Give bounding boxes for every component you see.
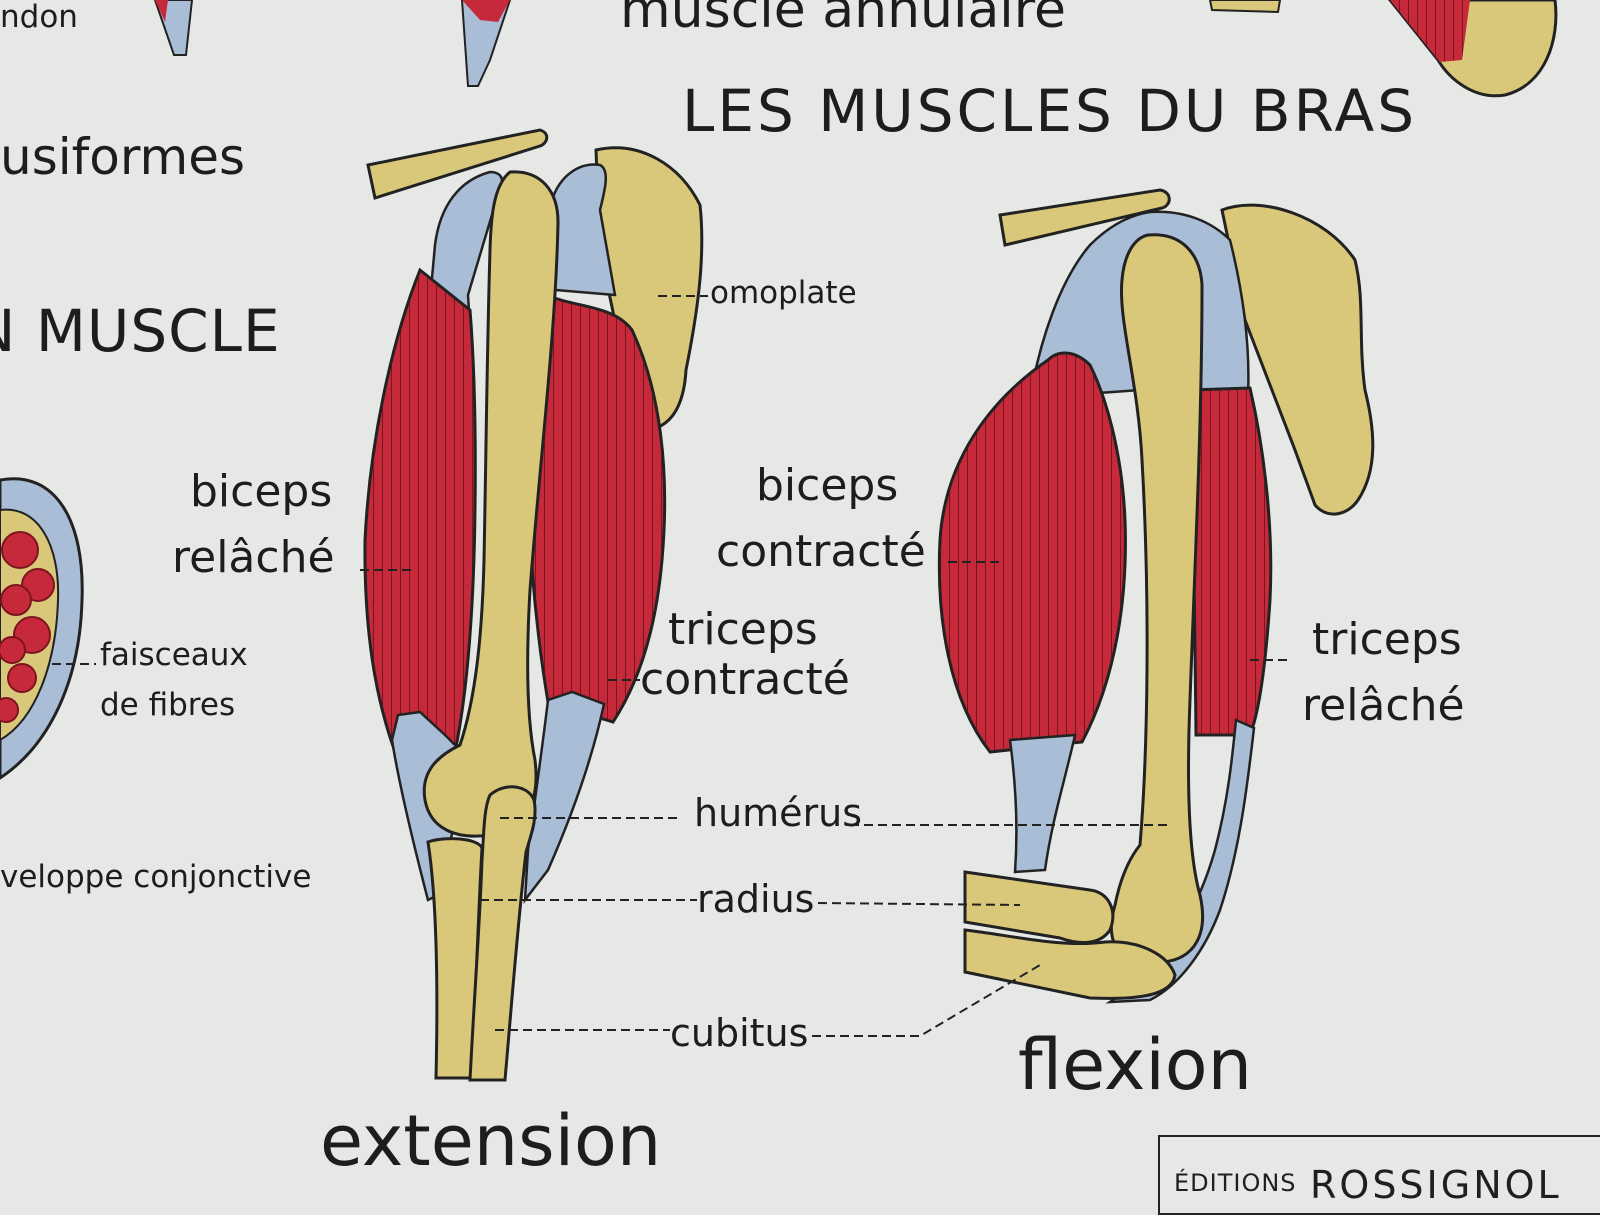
partial-figure-top-left	[153, 0, 512, 87]
faisceaux-label-1: faisceaux	[100, 637, 248, 673]
publisher-name: ROSSIGNOL	[1310, 1163, 1562, 1207]
extension-caption: extension	[320, 1100, 662, 1182]
flexion-biceps-muscle	[937, 351, 1127, 754]
radius-label: radius	[697, 877, 815, 921]
extension-biceps-muscle	[363, 267, 477, 762]
extension-biceps-label-1: biceps	[190, 466, 333, 517]
leader-cubitus-flex	[812, 964, 1041, 1037]
flexion-radius	[963, 870, 1115, 944]
extension-biceps-label-2: relâché	[172, 532, 335, 583]
flexion-caption: flexion	[1018, 1024, 1252, 1106]
flexion-biceps-tendon-bottom	[1008, 733, 1077, 874]
extension-triceps-label-2: contracté	[640, 654, 850, 705]
flexion-arm	[937, 188, 1375, 1004]
extension-clavicle	[366, 128, 549, 200]
flexion-biceps-label-2: contracté	[716, 526, 926, 577]
flexion-clavicle	[998, 188, 1171, 247]
cubitus-label: cubitus	[670, 1011, 809, 1055]
extension-scapula	[594, 146, 704, 432]
muscle-fragment-label: N MUSCLE	[0, 297, 281, 365]
leader-lines	[52, 295, 1290, 1037]
tendon-fragment-label: ndon	[0, 0, 78, 35]
publisher-box: ÉDITIONS ROSSIGNOL	[1158, 1135, 1600, 1215]
muscle-cross-section	[0, 477, 84, 780]
omoplate-label: omoplate	[710, 275, 857, 311]
extension-humerus	[422, 170, 560, 838]
flexion-biceps-label-1: biceps	[756, 460, 899, 511]
extension-triceps-label-1: triceps	[668, 604, 818, 655]
faisceaux-label-2: de fibres	[100, 687, 236, 723]
annulaire-fragment-label: muscle annulaire	[620, 0, 1066, 40]
flexion-triceps-muscle	[1188, 386, 1273, 737]
extension-arm	[363, 128, 704, 1082]
publisher-prefix: ÉDITIONS	[1174, 1169, 1297, 1197]
flexion-triceps-label-2: relâché	[1302, 680, 1465, 731]
extension-triceps-tendon-bottom	[523, 690, 606, 905]
fusiformes-fragment-label: usiformes	[0, 128, 246, 186]
page-title: LES MUSCLES DU BRAS	[682, 77, 1418, 145]
leader-radius-flex	[817, 902, 1021, 906]
humerus-label: humérus	[694, 791, 863, 835]
flexion-scapula	[1220, 203, 1375, 516]
partial-figure-top-right	[1208, 0, 1558, 98]
flexion-triceps-label-1: triceps	[1312, 614, 1462, 665]
extension-cubitus	[468, 785, 537, 1082]
flexion-cubitus	[963, 928, 1177, 1000]
enveloppe-fragment-label: veloppe conjonctive	[0, 859, 312, 895]
